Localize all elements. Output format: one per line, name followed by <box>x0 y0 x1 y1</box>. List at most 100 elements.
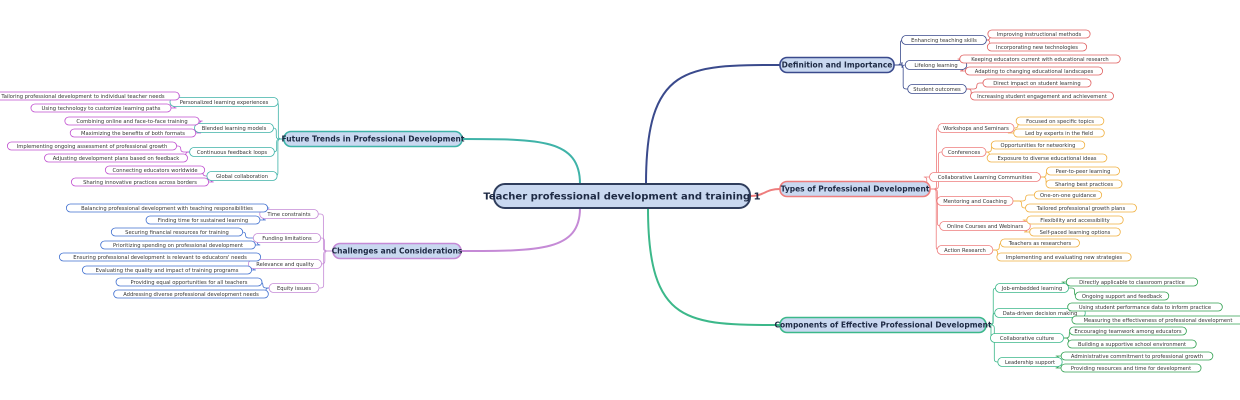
leaf-challenges-3-1-box <box>113 289 269 299</box>
leaf-future-3-0[interactable]: Connecting educators worldwide <box>104 165 206 175</box>
leaf-definition-2-1[interactable]: Increasing student engagement and achiev… <box>970 91 1114 101</box>
branch-components-box <box>779 316 987 334</box>
leaf-definition-0-0[interactable]: Improving instructional methods <box>987 29 1091 39</box>
leaf-challenges-3-1[interactable]: Addressing diverse professional developm… <box>113 289 269 299</box>
leaf-components-0-1-box <box>1074 291 1170 301</box>
subtopic-types-3[interactable]: Mentoring and Coaching <box>936 196 1014 206</box>
leaf-future-3-0-label: Connecting educators worldwide <box>112 168 197 174</box>
subtopic-challenges-3[interactable]: Equity issues <box>268 283 320 293</box>
leaf-future-3-1[interactable]: Sharing innovative practices across bord… <box>70 177 210 187</box>
leaf-definition-0-1-box <box>986 42 1088 52</box>
leaf-challenges-0-0[interactable]: Balancing professional development with … <box>65 203 269 213</box>
edge-root-components <box>647 207 781 326</box>
subtopic-challenges-2[interactable]: Relevance and quality <box>248 259 322 269</box>
subtopic-future-1[interactable]: Blended learning models <box>194 123 274 133</box>
leaf-future-0-1[interactable]: Using technology to customize learning p… <box>30 103 172 113</box>
edge-root-challenges <box>460 207 581 252</box>
edge-future-sub-2 <box>273 138 284 153</box>
leaf-challenges-3-0[interactable]: Providing equal opportunities for all te… <box>115 277 263 287</box>
leaf-future-0-0[interactable]: Tailoring professional development to in… <box>0 91 180 101</box>
leaf-types-2-1[interactable]: Sharing best practices <box>1045 179 1123 189</box>
leaf-definition-1-1-label: Adapting to changing educational landsca… <box>975 69 1094 75</box>
leaf-components-0-1[interactable]: Ongoing support and feedback <box>1074 291 1170 301</box>
leaf-challenges-2-1[interactable]: Evaluating the quality and impact of tra… <box>81 265 253 275</box>
leaf-types-0-1-box <box>1013 128 1105 138</box>
leaf-future-2-1[interactable]: Adjusting development plans based on fee… <box>44 153 188 163</box>
leaf-components-3-1[interactable]: Providing resources and time for develop… <box>1060 363 1202 373</box>
leaf-types-4-1[interactable]: Self-paced learning options <box>1029 227 1121 237</box>
subtopic-definition-1[interactable]: Lifelong learning <box>904 60 968 70</box>
subtopic-future-2-box <box>189 147 275 157</box>
subtopic-components-3-box <box>997 357 1063 367</box>
subtopic-definition-0[interactable]: Enhancing teaching skills <box>901 35 987 45</box>
root-topic[interactable]: Teacher professional development and tra… <box>483 183 761 209</box>
subtopic-future-2-label: Continuous feedback loops <box>197 150 268 156</box>
leaf-definition-1-0[interactable]: Keeping educators current with education… <box>959 54 1121 64</box>
edge-root-types <box>749 188 781 197</box>
subtopic-types-1[interactable]: Conferences <box>941 147 987 157</box>
subtopic-definition-2[interactable]: Student outcomes <box>907 84 967 94</box>
leaf-definition-0-1[interactable]: Incorporating new technologies <box>986 42 1088 52</box>
leaf-types-3-0-box <box>1033 190 1103 200</box>
subtopic-future-3-label: Global collaboration <box>216 174 268 180</box>
leaf-components-2-0[interactable]: Encouraging teamwork among educators <box>1069 326 1187 336</box>
leaf-future-1-0[interactable]: Combining online and face-to-face traini… <box>64 116 200 126</box>
leaf-components-1-0[interactable]: Using student performance data to inform… <box>1067 302 1223 312</box>
leaf-challenges-1-0[interactable]: Securing financial resources for trainin… <box>110 227 244 237</box>
leaf-types-2-0[interactable]: Peer-to-peer learning <box>1046 166 1120 176</box>
subtopic-future-2[interactable]: Continuous feedback loops <box>189 147 275 157</box>
subtopic-types-0[interactable]: Workshops and Seminars <box>937 123 1015 133</box>
leaf-types-3-1[interactable]: Tailored professional growth plans <box>1025 203 1137 213</box>
leaf-challenges-0-1[interactable]: Finding time for sustained learning <box>145 215 261 225</box>
edge-definition-sub-0 <box>894 39 904 66</box>
leaf-components-2-1[interactable]: Building a supportive school environment <box>1067 339 1197 349</box>
subtopic-components-0[interactable]: Job-embedded learning <box>995 283 1069 293</box>
subtopic-challenges-0[interactable]: Time constraints <box>259 209 319 219</box>
subtopic-future-0[interactable]: Personalized learning experiences <box>169 97 279 107</box>
subtopic-challenges-1[interactable]: Funding limitations <box>252 233 322 243</box>
leaf-types-0-0[interactable]: Focused on specific topics <box>1015 116 1105 126</box>
leaf-types-5-1[interactable]: Implementing and evaluating new strategi… <box>996 252 1132 262</box>
leaf-future-1-0-label: Combining online and face-to-face traini… <box>76 119 187 125</box>
leaf-types-0-1-label: Led by experts in the field <box>1025 131 1093 137</box>
leaf-components-2-1-label: Building a supportive school environment <box>1078 342 1186 348</box>
leaf-future-2-1-label: Adjusting development plans based on fee… <box>53 156 180 162</box>
subtopic-challenges-2-label: Relevance and quality <box>256 262 314 268</box>
edge-future-2-leaf-0 <box>176 145 190 153</box>
leaf-components-3-1-box <box>1060 363 1202 373</box>
leaf-components-1-1[interactable]: Measuring the effectiveness of professio… <box>1071 315 1240 325</box>
leaf-types-3-0[interactable]: One-on-one guidance <box>1033 190 1103 200</box>
leaf-challenges-1-1[interactable]: Prioritizing spending on professional de… <box>100 240 256 250</box>
leaf-future-2-0[interactable]: Implementing ongoing assessment of profe… <box>6 141 178 151</box>
subtopic-components-1[interactable]: Data-driven decision making <box>994 308 1086 318</box>
leaf-types-0-1[interactable]: Led by experts in the field <box>1013 128 1105 138</box>
subtopic-components-2-label: Collaborative culture <box>1000 336 1054 342</box>
branch-types[interactable]: Types of Professional Development <box>779 180 931 198</box>
branch-components[interactable]: Components of Effective Professional Dev… <box>774 316 992 334</box>
subtopic-components-3[interactable]: Leadership support <box>997 357 1063 367</box>
branch-future[interactable]: Future Trends in Professional Developmen… <box>282 130 465 148</box>
subtopic-types-5[interactable]: Action Research <box>936 245 994 255</box>
mind-map-nodes: Teacher professional development and tra… <box>0 29 1240 373</box>
leaf-components-3-0[interactable]: Administrative commitment to professiona… <box>1060 351 1214 361</box>
leaf-future-1-1[interactable]: Maximizing the benefits of both formats <box>69 128 197 138</box>
subtopic-types-2[interactable]: Collaborative Learning Communities <box>929 172 1041 182</box>
leaf-types-5-0[interactable]: Teachers as researchers <box>1000 238 1080 248</box>
subtopic-types-4[interactable]: Online Courses and Webinars <box>939 221 1031 231</box>
subtopic-future-3[interactable]: Global collaboration <box>206 171 278 181</box>
leaf-types-1-1[interactable]: Exposure to diverse educational ideas <box>986 153 1108 163</box>
edge-root-future <box>461 138 581 185</box>
leaf-types-4-0[interactable]: Flexibility and accessibility <box>1026 215 1124 225</box>
leaf-types-1-0[interactable]: Opportunities for networking <box>990 140 1086 150</box>
leaf-challenges-2-0[interactable]: Ensuring professional development is rel… <box>58 252 262 262</box>
leaf-future-1-1-box <box>69 128 197 138</box>
subtopic-components-2[interactable]: Collaborative culture <box>990 333 1064 343</box>
leaf-definition-2-0[interactable]: Direct impact on student learning <box>982 78 1092 88</box>
leaf-components-0-0[interactable]: Directly applicable to classroom practic… <box>1065 277 1199 287</box>
branch-definition[interactable]: Definition and Importance <box>779 56 895 74</box>
edge-future-sub-3 <box>274 138 284 177</box>
leaf-components-3-1-label: Providing resources and time for develop… <box>1071 366 1191 372</box>
branch-challenges[interactable]: Challenges and Considerations <box>332 242 463 260</box>
leaf-definition-1-1[interactable]: Adapting to changing educational landsca… <box>964 66 1104 76</box>
leaf-types-4-0-box <box>1026 215 1124 225</box>
